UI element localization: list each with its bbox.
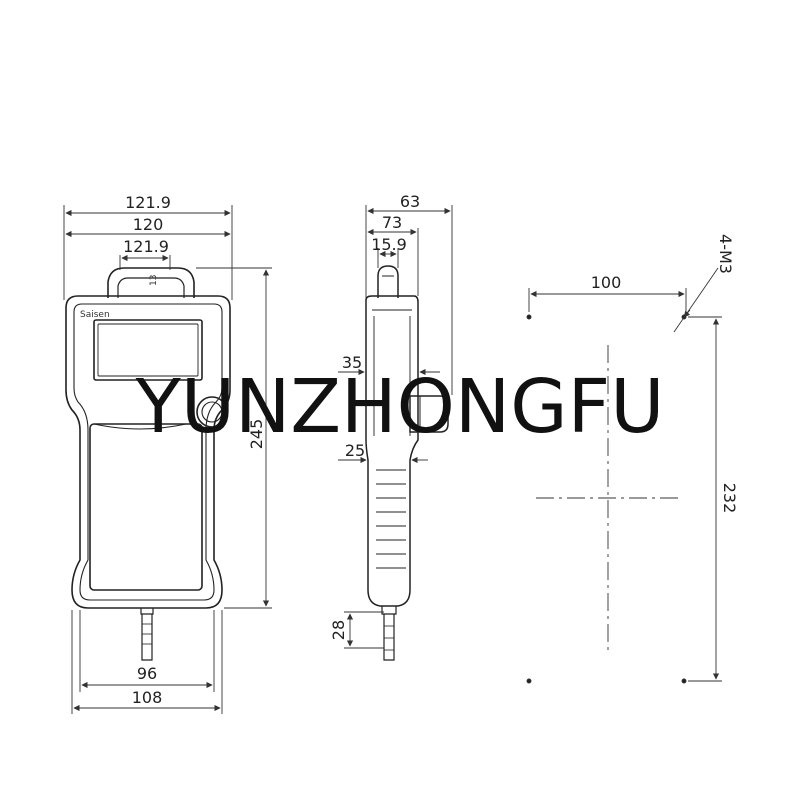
side-cable bbox=[381, 606, 397, 661]
dim-front-width-body: 120 bbox=[133, 215, 164, 234]
dim-front-height: 245 bbox=[247, 419, 266, 450]
dim-side-depth-body: 73 bbox=[382, 213, 402, 232]
dim-side-depth-overall: 63 bbox=[400, 192, 420, 211]
dim-front-width-overall: 121.9 bbox=[125, 193, 171, 212]
front-handle bbox=[107, 267, 195, 298]
side-body-outline bbox=[365, 295, 419, 607]
front-screen bbox=[93, 319, 203, 381]
dim-grip-depth: 25 bbox=[345, 441, 365, 460]
front-view bbox=[65, 267, 231, 661]
dim-handle-height: 13 bbox=[149, 275, 159, 286]
mount-hole-bottom-left bbox=[526, 678, 532, 684]
front-dimensions bbox=[63, 205, 272, 714]
mounting-pattern bbox=[526, 267, 722, 684]
dim-top-knob-width: 15.9 bbox=[371, 235, 407, 254]
front-cable bbox=[140, 608, 154, 661]
hole-spec-label: 4-M3 bbox=[716, 234, 735, 274]
brand-label: Saisen bbox=[80, 310, 110, 320]
emergency-stop-knob bbox=[196, 396, 228, 428]
side-knob-protrusion bbox=[409, 395, 449, 433]
side-view bbox=[365, 265, 449, 661]
dim-handle-width: 121.9 bbox=[123, 237, 169, 256]
dim-bottom-width: 96 bbox=[137, 664, 157, 683]
side-top-knob bbox=[377, 265, 399, 298]
dim-horizontal-spacing: 100 bbox=[591, 273, 622, 292]
front-keypad-area bbox=[89, 423, 203, 591]
front-body-outline bbox=[65, 295, 231, 609]
watermark-text: YUNZHONGFU bbox=[135, 364, 665, 450]
dim-vertical-spacing: 232 bbox=[720, 483, 739, 514]
dim-bottom-width-overall: 108 bbox=[132, 688, 163, 707]
mount-hole-top-left bbox=[526, 314, 532, 320]
dim-mid-depth: 35 bbox=[342, 353, 362, 372]
mount-hole-bottom-right bbox=[681, 678, 687, 684]
side-dimensions bbox=[338, 205, 453, 649]
dim-cable-length: 28 bbox=[329, 620, 348, 640]
